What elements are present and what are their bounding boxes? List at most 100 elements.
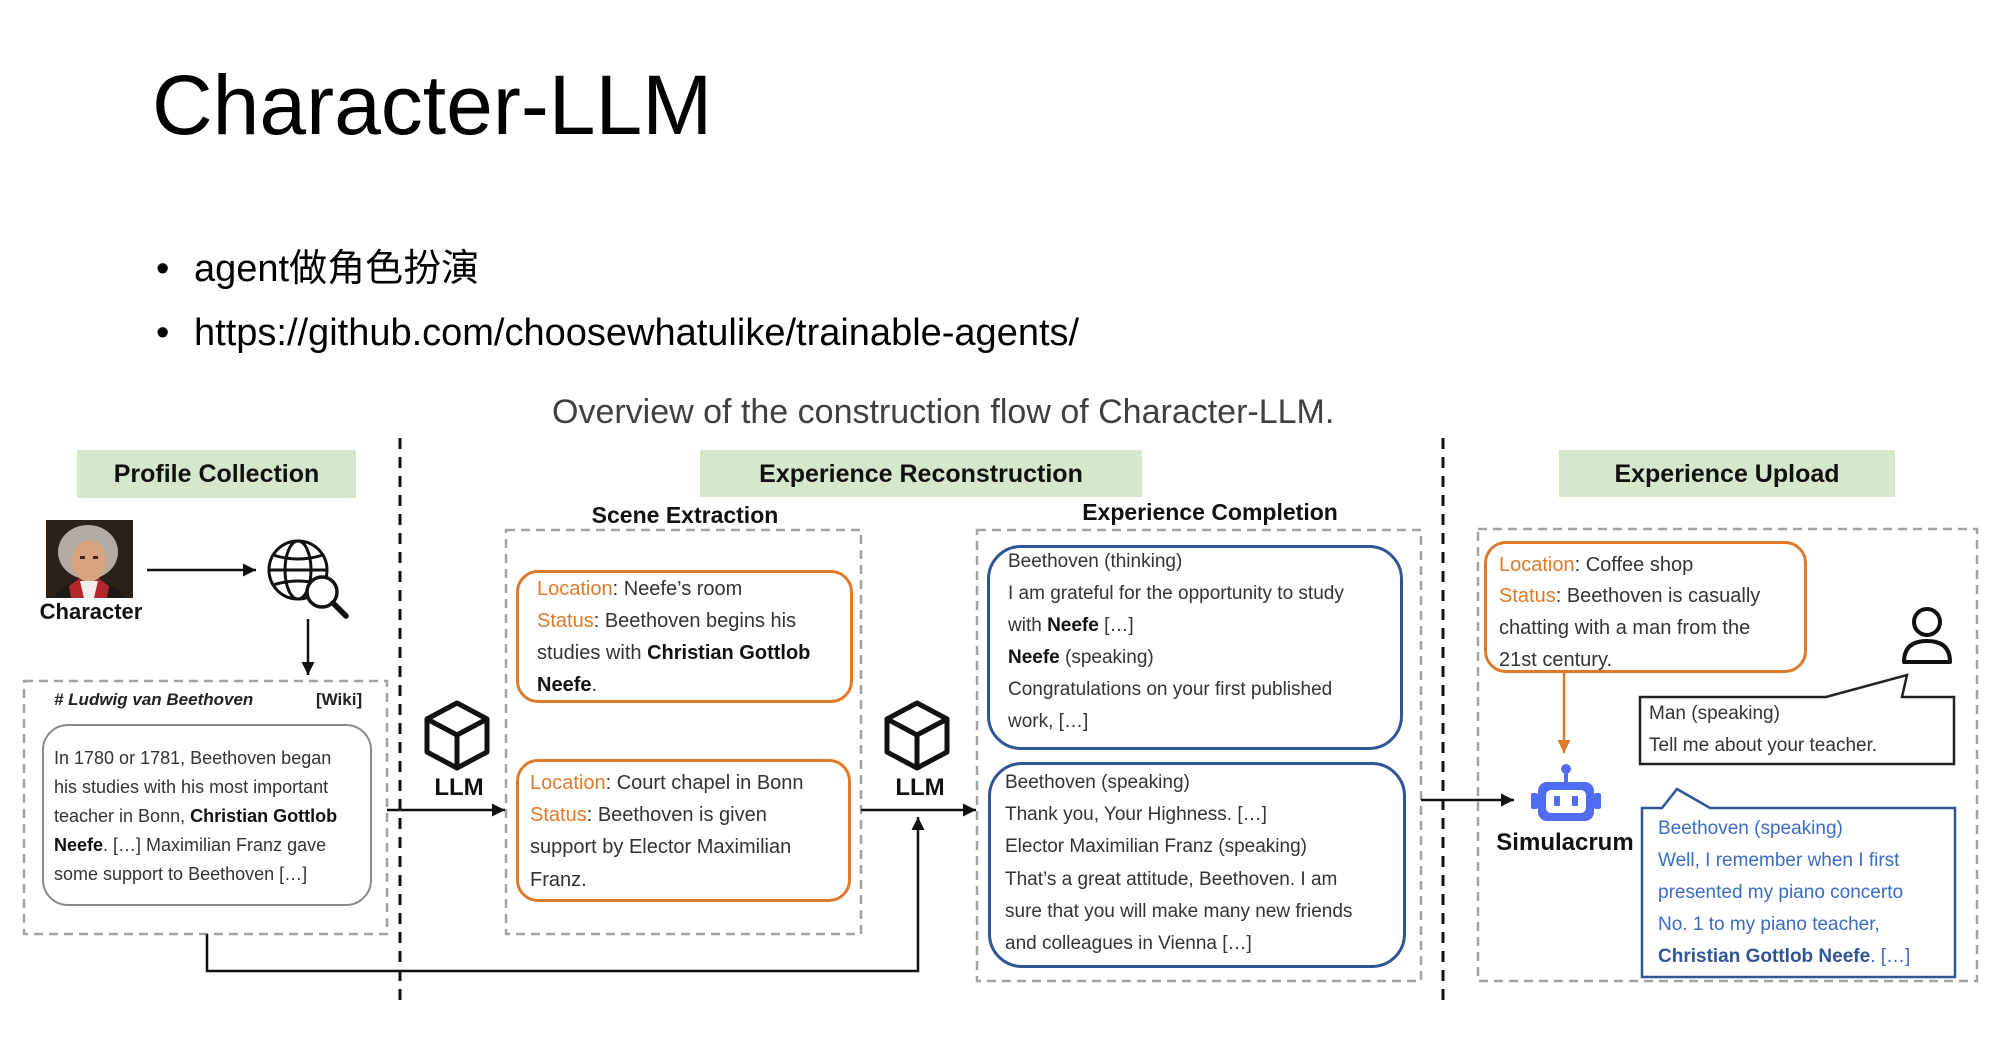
profile-dashed-frame <box>22 679 389 936</box>
scene-extraction-dashed-frame <box>504 528 863 936</box>
status-value: : Beethoven is given <box>586 804 767 826</box>
upload-scene-card <box>1484 541 1807 673</box>
text-segment: […] <box>1098 615 1134 636</box>
text-segment: In 1780 or 1781, Beethoven began <box>54 748 332 768</box>
user-bubble-line: Man (speaking) <box>1649 702 1780 726</box>
dialogue-1-line: Neefe (speaking) <box>1008 646 1154 670</box>
text-segment: 21st century. <box>1499 649 1613 671</box>
cube-icon <box>884 700 950 771</box>
scene-1-status: Status: Beethoven begins his <box>537 608 796 634</box>
text-segment: sure that you will make many new friends <box>1005 901 1353 922</box>
dialogue-1-line: Beethoven (thinking) <box>1008 550 1182 574</box>
experience-completion-dashed-frame <box>975 528 1423 983</box>
cube-icon <box>424 700 490 771</box>
text-segment: Tell me about your teacher. <box>1649 735 1878 756</box>
dialogue-2-line: Beethoven (speaking) <box>1005 771 1190 795</box>
portrait-eye <box>80 556 85 559</box>
text-segment: with <box>1008 615 1048 636</box>
status-value: : Beethoven begins his <box>593 610 797 632</box>
scene-2-location: Location: Court chapel in Bonn <box>530 770 804 796</box>
scene-card-2 <box>516 759 851 902</box>
text-segment: Man (speaking) <box>1649 703 1780 724</box>
bold-name: Neefe <box>54 835 104 855</box>
bold-name: Christian Gottlob <box>647 642 811 664</box>
experience-completion-title: Experience Completion <box>1082 499 1338 525</box>
character-portrait <box>46 520 133 598</box>
text-segment: chatting with a man from the <box>1499 617 1751 639</box>
scene-extraction-title: Scene Extraction <box>591 502 779 528</box>
agent-bubble-line: No. 1 to my piano teacher, <box>1658 913 1880 937</box>
location-value: : Coffee shop <box>1574 554 1694 576</box>
profile-line: Neefe. […] Maximilian Franz gave <box>54 833 326 857</box>
location-key: Location <box>537 578 613 600</box>
profile-line: some support to Beethoven […] <box>54 862 307 886</box>
text-segment: . <box>591 674 598 696</box>
agent-bubble-line: Beethoven (speaking) <box>1658 817 1843 841</box>
dialogue-2-line: sure that you will make many new friends <box>1005 900 1352 924</box>
upload-location: Location: Coffee shop <box>1499 552 1693 578</box>
text-segment: his studies with his most important <box>54 777 329 797</box>
location-value: : Neefe’s room <box>612 578 743 600</box>
dialogue-1-line: I am grateful for the opportunity to stu… <box>1008 582 1344 606</box>
text-segment: presented my piano concerto <box>1658 882 1904 903</box>
section-title: Profile Collection <box>113 460 320 488</box>
upload-status: Status: Beethoven is casually <box>1499 583 1760 609</box>
portrait-eye <box>93 556 98 559</box>
user-bubble-line: Tell me about your teacher. <box>1649 734 1877 758</box>
text-segment: No. 1 to my piano teacher, <box>1658 914 1880 935</box>
globe-search-icon <box>267 539 349 619</box>
text-segment: I am grateful for the opportunity to stu… <box>1008 583 1344 604</box>
text-segment: Well, I remember when I first <box>1658 850 1900 871</box>
section-title: Experience Reconstruction <box>759 459 1083 488</box>
llm-label: LLM <box>434 774 484 801</box>
user-speech-bubble <box>1638 673 1956 766</box>
bullet-marker: • <box>156 248 170 290</box>
bold-name: Neefe <box>537 674 592 696</box>
agent-bubble-line: presented my piano concerto <box>1658 881 1903 905</box>
dialogue-card-1 <box>987 545 1403 750</box>
portrait-cravat <box>80 581 98 598</box>
llm-label: LLM <box>895 774 945 801</box>
section-experience-upload: Experience Upload <box>1559 450 1895 497</box>
dialogue-1-line: with Neefe […] <box>1008 614 1134 638</box>
bold-name: Christian Gottlob Neefe <box>1658 946 1871 967</box>
text-segment: Congratulations on your first published <box>1008 679 1333 700</box>
bold-name: Neefe <box>1047 615 1099 636</box>
bold-name: Christian Gottlob <box>190 806 338 826</box>
text-segment: Beethoven (thinking) <box>1008 551 1183 572</box>
location-key: Location <box>1499 554 1575 576</box>
upload-scene-line: 21st century. <box>1499 647 1612 673</box>
scene-2-line: support by Elector Maximilian <box>530 834 791 860</box>
section-profile-collection: Profile Collection <box>77 450 356 498</box>
agent-bubble-line: Christian Gottlob Neefe. […] <box>1658 945 1910 969</box>
portrait-face <box>72 540 106 582</box>
simulacrum-label: Simulacrum <box>1496 829 1634 856</box>
status-key: Status <box>537 610 594 632</box>
scene-card-1 <box>516 570 853 703</box>
profile-line: teacher in Bonn, Christian Gottlob <box>54 804 337 828</box>
profile-text-box <box>42 724 372 906</box>
location-value: : Court chapel in Bonn <box>605 772 804 794</box>
profile-heading: # Ludwig van Beethoven <box>54 690 254 709</box>
scene-1-location: Location: Neefe’s room <box>537 576 742 602</box>
status-value: : Beethoven is casually <box>1555 585 1761 607</box>
text-segment: and colleagues in Vienna […] <box>1005 933 1252 954</box>
dialogue-2-line: and colleagues in Vienna […] <box>1005 932 1252 956</box>
text-segment: That’s a great attitude, Beethoven. I am <box>1005 869 1338 890</box>
bold-name: Neefe <box>1008 647 1060 668</box>
text-segment: Thank you, Your Highness. […] <box>1005 804 1267 825</box>
user-icon <box>1902 607 1952 664</box>
status-key: Status <box>1499 585 1556 607</box>
profile-source: [Wiki] <box>316 690 363 709</box>
text-segment: support by Elector Maximilian <box>530 836 792 858</box>
text-segment: . […] <box>1870 946 1911 967</box>
section-experience-reconstruction: Experience Reconstruction <box>700 450 1142 497</box>
text-segment: Beethoven (speaking) <box>1658 818 1843 839</box>
agent-bubble-line: Well, I remember when I first <box>1658 849 1899 873</box>
diagram-caption: Overview of the construction flow of Cha… <box>552 393 1335 431</box>
text-segment: (speaking) <box>1059 647 1154 668</box>
robot-icon <box>1531 764 1601 821</box>
dialogue-2-line: That’s a great attitude, Beethoven. I am <box>1005 868 1337 892</box>
text-segment: work, […] <box>1008 711 1089 732</box>
